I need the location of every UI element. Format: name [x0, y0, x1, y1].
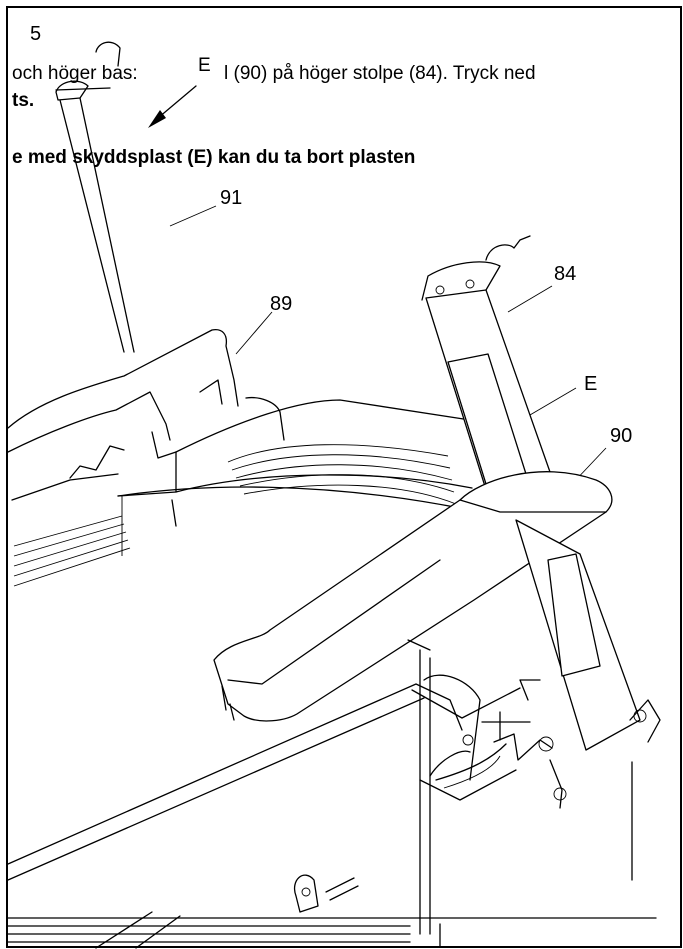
deck-ribs — [13, 496, 131, 587]
left-upright — [55, 41, 135, 353]
right-handrail — [213, 471, 613, 722]
right-upright — [421, 235, 551, 497]
instruction-line-1: l (90) på höger stolpe (84). Tryck ned — [224, 63, 536, 84]
callout-arrow — [148, 85, 197, 128]
instruction-line-2: ts. — [12, 90, 35, 111]
left-handrail — [7, 328, 239, 501]
callout-91: 91 — [220, 187, 243, 209]
instruction-letter-e: E — [198, 55, 211, 76]
callout-84: 84 — [554, 263, 577, 285]
leader-lines — [169, 205, 607, 485]
step-number: 5 — [30, 23, 42, 45]
callout-e: E — [584, 373, 598, 395]
instruction-frame — [6, 6, 682, 948]
instruction-line-1-prefix: och höger bas: — [12, 63, 138, 84]
base-frame — [117, 396, 481, 527]
callout-90: 90 — [610, 425, 633, 447]
protective-plastic-note: e med skyddsplast (E) kan du ta bort pla… — [12, 147, 416, 168]
lower-right-upright — [462, 519, 661, 881]
callout-89: 89 — [270, 293, 293, 315]
lower-base — [7, 639, 521, 947]
bottom-rails — [7, 874, 657, 949]
